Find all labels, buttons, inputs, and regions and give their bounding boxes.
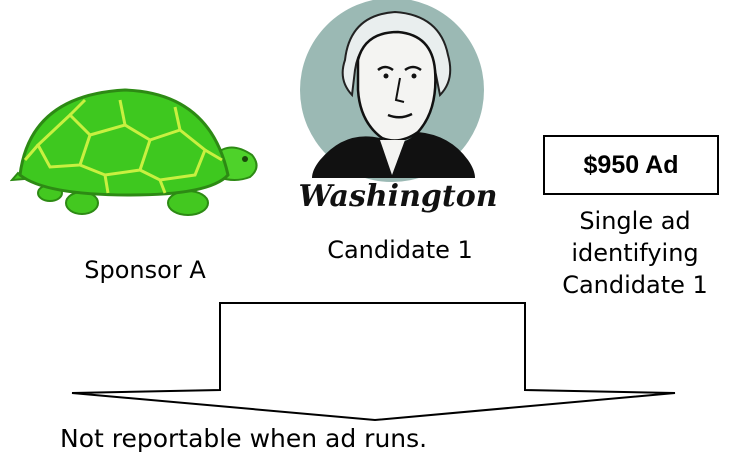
- footer-note: Not reportable when ad runs.: [60, 424, 427, 453]
